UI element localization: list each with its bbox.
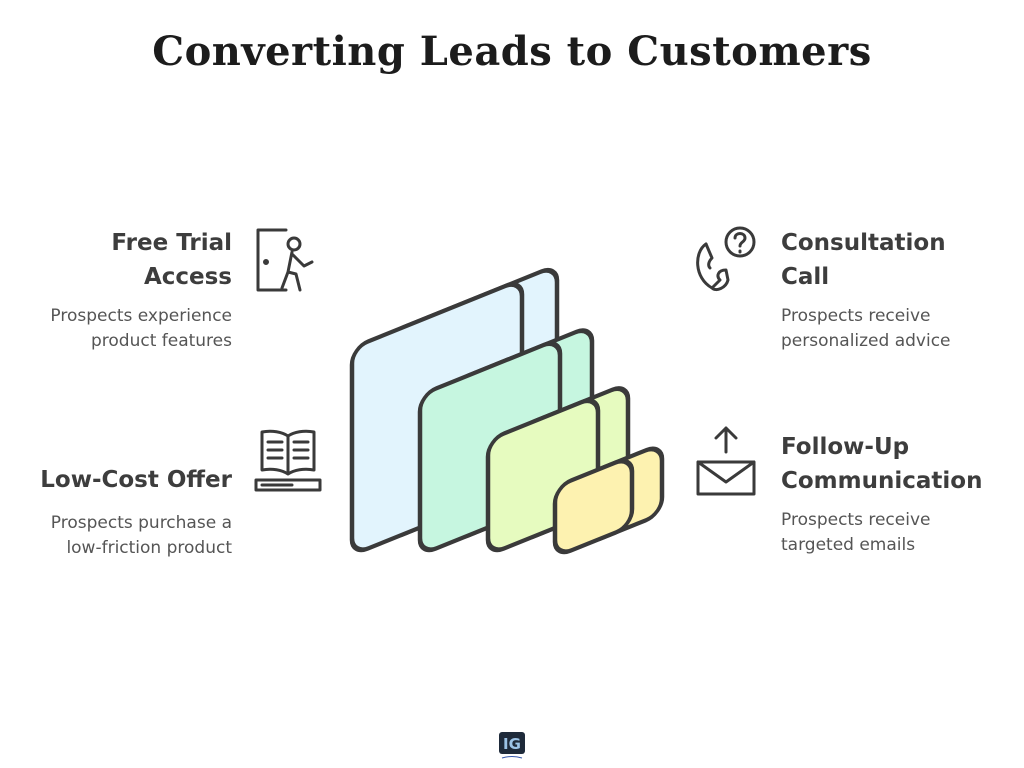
heading-line: Consultation — [781, 230, 946, 256]
item-description: Prospects receive targeted emails — [781, 508, 1021, 558]
open-book-icon — [254, 429, 322, 492]
email-send-icon — [696, 426, 756, 496]
desc-line: targeted emails — [781, 535, 916, 555]
desc-line: personalized advice — [781, 331, 951, 351]
phone-question-icon — [696, 226, 756, 292]
desc-line: Prospects purchase a — [50, 513, 232, 533]
desc-line: product features — [90, 331, 232, 351]
desc-line: low-friction product — [66, 538, 232, 558]
svg-text:IG: IG — [503, 735, 521, 753]
item-low-cost-offer: Low-Cost Offer Prospects purchase a low-f… — [2, 463, 232, 561]
heading-line: Call — [781, 264, 830, 290]
brand-logo: IG — [499, 732, 525, 759]
block-front-face — [552, 458, 635, 555]
stage-block-4 — [552, 446, 665, 555]
item-heading: Low-Cost Offer — [40, 467, 232, 493]
heading-line: Communication — [781, 468, 983, 494]
heading-line: Access — [143, 264, 232, 290]
item-description: Prospects purchase a low-friction product — [2, 511, 232, 561]
door-person-icon — [256, 228, 314, 292]
desc-line: Prospects receive — [781, 306, 931, 326]
heading-line: Follow-Up — [781, 434, 910, 460]
item-description: Prospects receive personalized advice — [781, 304, 1011, 354]
desc-line: Prospects experience — [50, 306, 232, 326]
item-description: Prospects experience product features — [2, 304, 232, 354]
heading-line: Free Trial — [111, 230, 232, 256]
diagram-title: Converting Leads to Customers — [152, 28, 872, 75]
desc-line: Prospects receive — [781, 510, 931, 530]
